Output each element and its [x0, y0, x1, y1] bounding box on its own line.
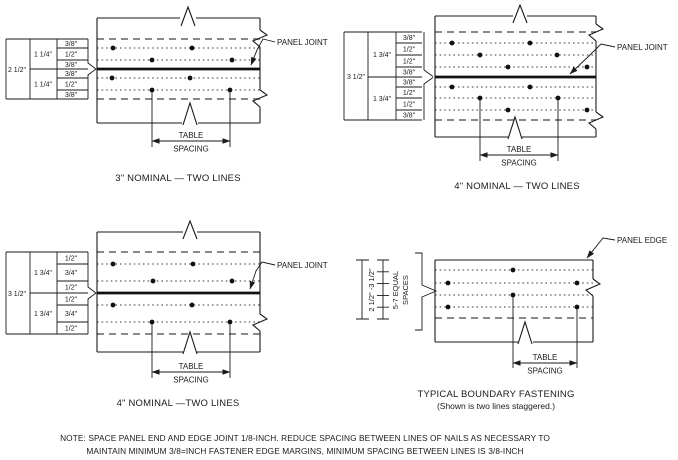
panel-joint-callout: PANEL JOINT: [569, 43, 668, 75]
panel-pointer-bracket: [415, 252, 438, 331]
spacing-label: 1/2": [403, 47, 416, 54]
spacing-label: 1/2": [65, 52, 78, 59]
spacing-label: 3/8": [403, 113, 416, 120]
equal-spaces-label: SPACES: [401, 275, 410, 305]
panel-edge-callout: PANEL EDGE: [586, 236, 667, 259]
dimension-ladder: 3 1/2" 1 3/4" 1 3/4" 1/2" 3/4" 1/2" 1/2"…: [5, 251, 97, 335]
overall-width-label: 3 1/2": [8, 291, 27, 298]
panel-joint-label: PANEL JOINT: [277, 261, 328, 270]
hidden-framing-edges: [97, 251, 260, 335]
spacing-label: 1/2": [403, 90, 416, 97]
spacing-label: 3/8": [65, 92, 78, 99]
half-width-label: 1 3/4": [373, 96, 392, 103]
table-spacing-label: SPACING: [527, 367, 562, 376]
spacing-label: 3/8": [403, 80, 416, 87]
nails: [449, 40, 590, 113]
panel-joint-label: PANEL JOINT: [617, 43, 668, 52]
spacing-label: 1/2": [65, 285, 78, 292]
half-width-label: 1 3/4": [373, 52, 392, 59]
diagram-caption: 4" NOMINAL —TWO LINES: [117, 398, 240, 409]
diagram-caption: TYPICAL BOUNDARY FASTENING: [417, 389, 574, 400]
spacing-label: 3/8": [65, 71, 78, 78]
diagram-subcaption: (Shown is two lines staggered.): [437, 401, 555, 411]
half-width-label: 1 3/4": [34, 270, 53, 277]
dimension-ladder: 3 1/2" 1 3/4" 1 3/4" 3/8" 1/2" 1/2" 3/8"…: [343, 31, 434, 121]
panel-outline: [434, 259, 594, 343]
break-mark: [180, 5, 269, 126]
spacing-label: 3/8": [403, 35, 416, 42]
half-width-label: 1 1/4": [34, 82, 53, 89]
panel-joint-label: PANEL JOINT: [277, 38, 328, 47]
nails: [110, 261, 235, 325]
panel-outline: [96, 231, 261, 353]
boundary-dimensions: 2 1/2" -3 1/2" 5-7 EQUAL SPACES: [356, 252, 438, 331]
joint-pointer-bracket: [87, 39, 97, 99]
spacing-label: 1/2": [65, 326, 78, 333]
spacing-label: 3/4": [65, 270, 78, 277]
panel-outline: [434, 15, 597, 138]
nails: [445, 267, 580, 310]
spacing-label: 1/2": [403, 59, 416, 66]
table-spacing-dimension: TABLE SPACING: [151, 92, 231, 154]
overall-width-label: 2 1/2": [8, 67, 27, 74]
table-spacing-label: SPACING: [173, 145, 208, 154]
diagram-4in-nominal-bottom: 3 1/2" 1 3/4" 1 3/4" 1/2" 3/4" 1/2" 1/2"…: [5, 219, 328, 409]
table-spacing-label: TABLE: [507, 145, 532, 154]
table-spacing-label: SPACING: [501, 159, 536, 168]
diagram-caption: 4" NOMINAL — TWO LINES: [454, 181, 580, 192]
spacing-label: 3/8": [403, 70, 416, 77]
spacing-label: 1/2": [403, 102, 416, 109]
spacing-label: 1/2": [65, 82, 78, 89]
note-block: NOTE: SPACE PANEL END AND EDGE JOINT 1/8…: [60, 433, 550, 456]
spacing-label: 3/8": [65, 41, 78, 48]
table-spacing-dimension: TABLE SPACING: [151, 324, 231, 385]
hidden-framing-edges: [97, 38, 260, 100]
table-spacing-label: SPACING: [173, 376, 208, 385]
table-spacing-dimension: TABLE SPACING: [512, 297, 578, 376]
member-width-range-label: 2 1/2" -3 1/2": [367, 268, 376, 312]
joint-pointer-bracket: [423, 32, 434, 120]
note-line: NOTE: SPACE PANEL END AND EDGE JOINT 1/8…: [60, 433, 550, 443]
table-spacing-label: TABLE: [179, 362, 204, 371]
spacing-label: 1/2": [65, 256, 78, 263]
break-mark: [182, 219, 269, 355]
diagram-3in-nominal: 2 1/2" 1 1/4" 1 1/4" 3/8" 1/2" 3/8" 3/8"…: [5, 5, 328, 184]
spacing-label: 3/4": [65, 311, 78, 318]
panel-outline: [96, 17, 261, 124]
nail-rows: [435, 269, 593, 308]
half-width-label: 1 3/4": [34, 311, 53, 318]
table-spacing-label: TABLE: [533, 353, 558, 362]
joint-pointer-bracket: [87, 252, 97, 334]
nails: [109, 45, 235, 93]
break-mark: [517, 278, 602, 345]
diagram-boundary-fastening: 2 1/2" -3 1/2" 5-7 EQUAL SPACES PANEL ED…: [356, 236, 667, 411]
equal-spaces-label: 5-7 EQUAL: [391, 271, 400, 309]
hidden-framing-edges: [435, 31, 596, 121]
spacing-label: 3/8": [65, 62, 78, 69]
diagram-4in-nominal-top: 3 1/2" 1 3/4" 1 3/4" 3/8" 1/2" 1/2" 3/8"…: [343, 3, 668, 192]
note-line: MAINTAIN MINIMUM 3/8=INCH FASTENER EDGE …: [86, 446, 523, 456]
half-width-label: 1 1/4": [34, 52, 53, 59]
overall-width-label: 3 1/2": [347, 74, 366, 81]
diagram-caption: 3" NOMINAL — TWO LINES: [115, 173, 241, 184]
spacing-label: 1/2": [65, 297, 78, 304]
table-spacing-dimension: TABLE SPACING: [479, 100, 559, 168]
panel-edge-label: PANEL EDGE: [617, 236, 667, 245]
panel-joint-callout: PANEL JOINT: [249, 261, 328, 290]
panel-joint-callout: PANEL JOINT: [250, 38, 328, 66]
break-mark: [507, 3, 605, 140]
table-spacing-label: TABLE: [179, 131, 204, 140]
dimension-ladder: 2 1/2" 1 1/4" 1 1/4" 3/8" 1/2" 3/8" 3/8"…: [5, 38, 97, 100]
